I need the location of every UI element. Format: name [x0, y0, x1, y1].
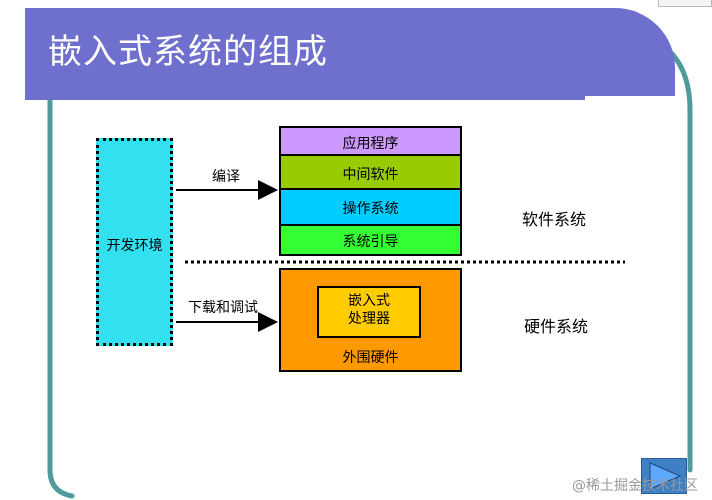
compile-label: 编译: [212, 169, 240, 185]
layer-middleware: 中间软件: [279, 156, 462, 190]
title-bar: [25, 8, 675, 96]
slide-title: 嵌入式系统的组成: [48, 32, 328, 72]
dev-env-label: 开发环境: [106, 238, 163, 254]
layer-boot: 系统引导: [279, 226, 462, 256]
next-slide-button[interactable]: [641, 458, 687, 494]
dev-env-box: 开发环境: [96, 138, 173, 346]
title-underline: [25, 96, 585, 100]
software-system-label: 软件系统: [522, 210, 587, 229]
hardware-box: 嵌入式 处理器 外围硬件: [279, 268, 462, 372]
layer-os-label: 操作系统: [342, 201, 399, 217]
download-debug-label: 下载和调试: [188, 300, 258, 316]
watermark: @稀土掘金技术社区: [572, 478, 698, 494]
layer-app: 应用程序: [279, 126, 462, 156]
hardware-system-label: 硬件系统: [524, 317, 589, 336]
layer-boot-label: 系统引导: [342, 234, 399, 250]
processor-label: 嵌入式 处理器: [348, 293, 390, 327]
layer-middleware-label: 中间软件: [342, 167, 399, 183]
layer-os: 操作系统: [279, 190, 462, 226]
layer-app-label: 应用程序: [342, 136, 399, 152]
peripheral-label: 外围硬件: [342, 350, 399, 366]
next-slide-icon: [649, 462, 682, 490]
processor-box: 嵌入式 处理器: [317, 286, 421, 338]
